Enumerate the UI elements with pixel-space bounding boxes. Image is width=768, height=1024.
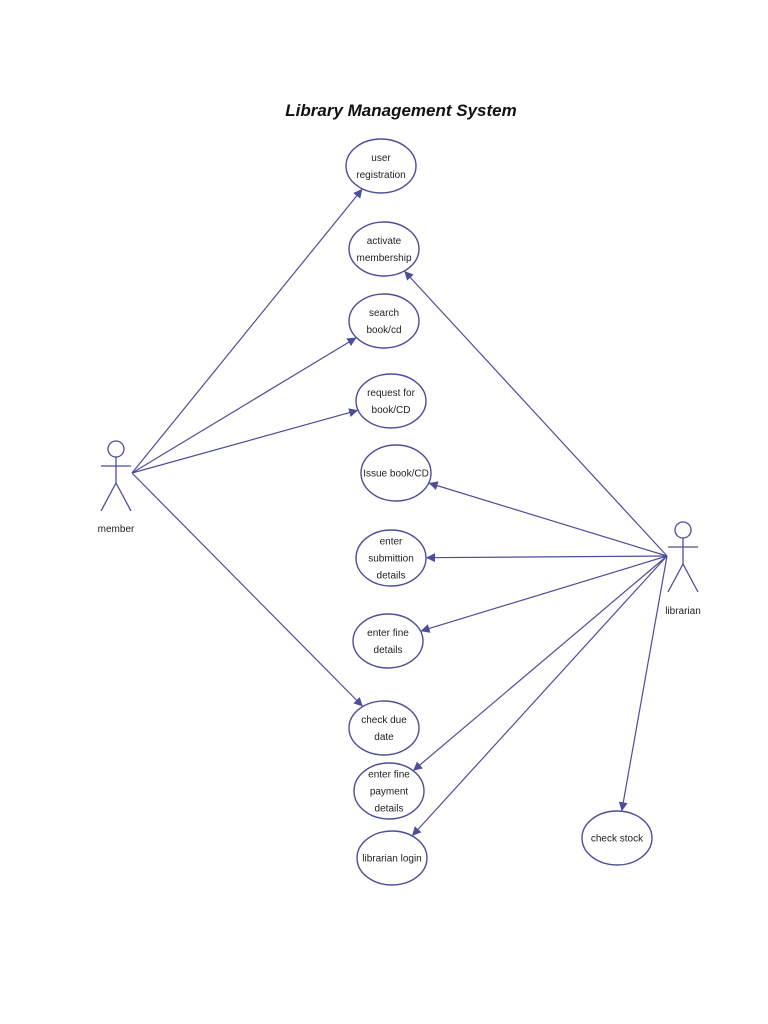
use-case-label-line: details bbox=[374, 645, 403, 656]
use-case-librarian-login: librarian login bbox=[356, 830, 428, 886]
actor-right-leg bbox=[682, 563, 699, 593]
use-case-label-line: details bbox=[377, 571, 406, 582]
use-case-enter-fine-payment-details: enter fine payment details bbox=[353, 762, 425, 820]
association-member-to-search-book-cd bbox=[131, 337, 357, 474]
use-case-label-line: registration bbox=[356, 170, 405, 181]
use-case-label-line: user bbox=[371, 153, 391, 164]
association-librarian-to-enter-fine-details bbox=[420, 555, 668, 633]
use-case-ellipse bbox=[352, 613, 424, 669]
association-member-to-request-for-book-cd bbox=[131, 408, 359, 474]
association-member-to-user-registration bbox=[131, 188, 363, 474]
use-case-ellipse bbox=[355, 373, 427, 429]
use-case-label-line: book/cd bbox=[366, 325, 401, 336]
use-case-label-line: enter fine bbox=[367, 628, 409, 639]
use-case-label-line: enter fine bbox=[368, 770, 410, 781]
use-case-label-line: check due bbox=[361, 715, 407, 726]
association-librarian-to-enter-fine-payment-details bbox=[412, 555, 668, 772]
use-case-ellipse bbox=[355, 529, 427, 587]
use-case-activate-membership: activate membership bbox=[348, 221, 420, 277]
association-librarian-to-activate-membership bbox=[403, 270, 668, 557]
association-librarian-to-issue-book-cd bbox=[428, 481, 668, 557]
use-cases: user registration activate membership search… bbox=[345, 138, 653, 886]
use-case-ellipse bbox=[581, 810, 653, 866]
use-case-check-due-date: check due date bbox=[348, 700, 420, 756]
use-case-request-for-book-cd: request for book/CD bbox=[355, 373, 427, 429]
use-case-label-line: date bbox=[374, 732, 394, 743]
use-case-label-line: Issue book/CD bbox=[363, 469, 429, 480]
use-case-user-registration: user registration bbox=[345, 138, 417, 194]
actor-right-leg bbox=[115, 482, 132, 512]
use-case-label-line: search bbox=[369, 308, 399, 319]
association-member-to-check-due-date bbox=[131, 472, 364, 707]
use-case-ellipse bbox=[353, 762, 425, 820]
use-case-label-line: check stock bbox=[591, 834, 644, 845]
use-case-label-line: details bbox=[375, 804, 404, 815]
use-case-ellipse bbox=[348, 700, 420, 756]
use-case-ellipse bbox=[356, 830, 428, 886]
actor-left-leg bbox=[100, 482, 117, 512]
use-case-issue-book-cd: Issue book/CD bbox=[360, 444, 432, 502]
associations bbox=[131, 188, 668, 837]
use-case-label-line: payment bbox=[370, 787, 409, 798]
actors: member librarian bbox=[98, 440, 701, 617]
use-case-label-line: request for bbox=[367, 388, 415, 399]
diagram-title: Library Management System bbox=[285, 101, 516, 120]
actor-label: member bbox=[98, 524, 135, 535]
association-librarian-to-librarian-login bbox=[411, 555, 668, 837]
use-case-label-line: activate bbox=[367, 236, 402, 247]
use-case-label-line: librarian login bbox=[362, 854, 421, 865]
actor-left-leg bbox=[667, 563, 684, 593]
use-case-check-stock: check stock bbox=[581, 810, 653, 866]
use-case-ellipse bbox=[348, 293, 420, 349]
actor-member: member bbox=[98, 440, 135, 535]
use-case-label-line: book/CD bbox=[372, 405, 411, 416]
actor-librarian: librarian bbox=[665, 521, 701, 617]
use-case-label-line: enter bbox=[380, 537, 403, 548]
use-case-label-line: submittion bbox=[368, 554, 414, 565]
actor-head bbox=[674, 521, 692, 539]
use-case-ellipse bbox=[348, 221, 420, 277]
use-case-ellipse bbox=[345, 138, 417, 194]
use-case-search-book-cd: search book/cd bbox=[348, 293, 420, 349]
use-case-label-line: membership bbox=[356, 253, 411, 264]
association-librarian-to-check-stock bbox=[618, 555, 668, 812]
actor-label: librarian bbox=[665, 606, 701, 617]
use-case-ellipse bbox=[360, 444, 432, 502]
use-case-enter-fine-details: enter fine details bbox=[352, 613, 424, 669]
association-librarian-to-enter-submittion-details bbox=[425, 553, 668, 563]
use-case-enter-submittion-details: enter submittion details bbox=[355, 529, 427, 587]
actor-head bbox=[107, 440, 125, 458]
